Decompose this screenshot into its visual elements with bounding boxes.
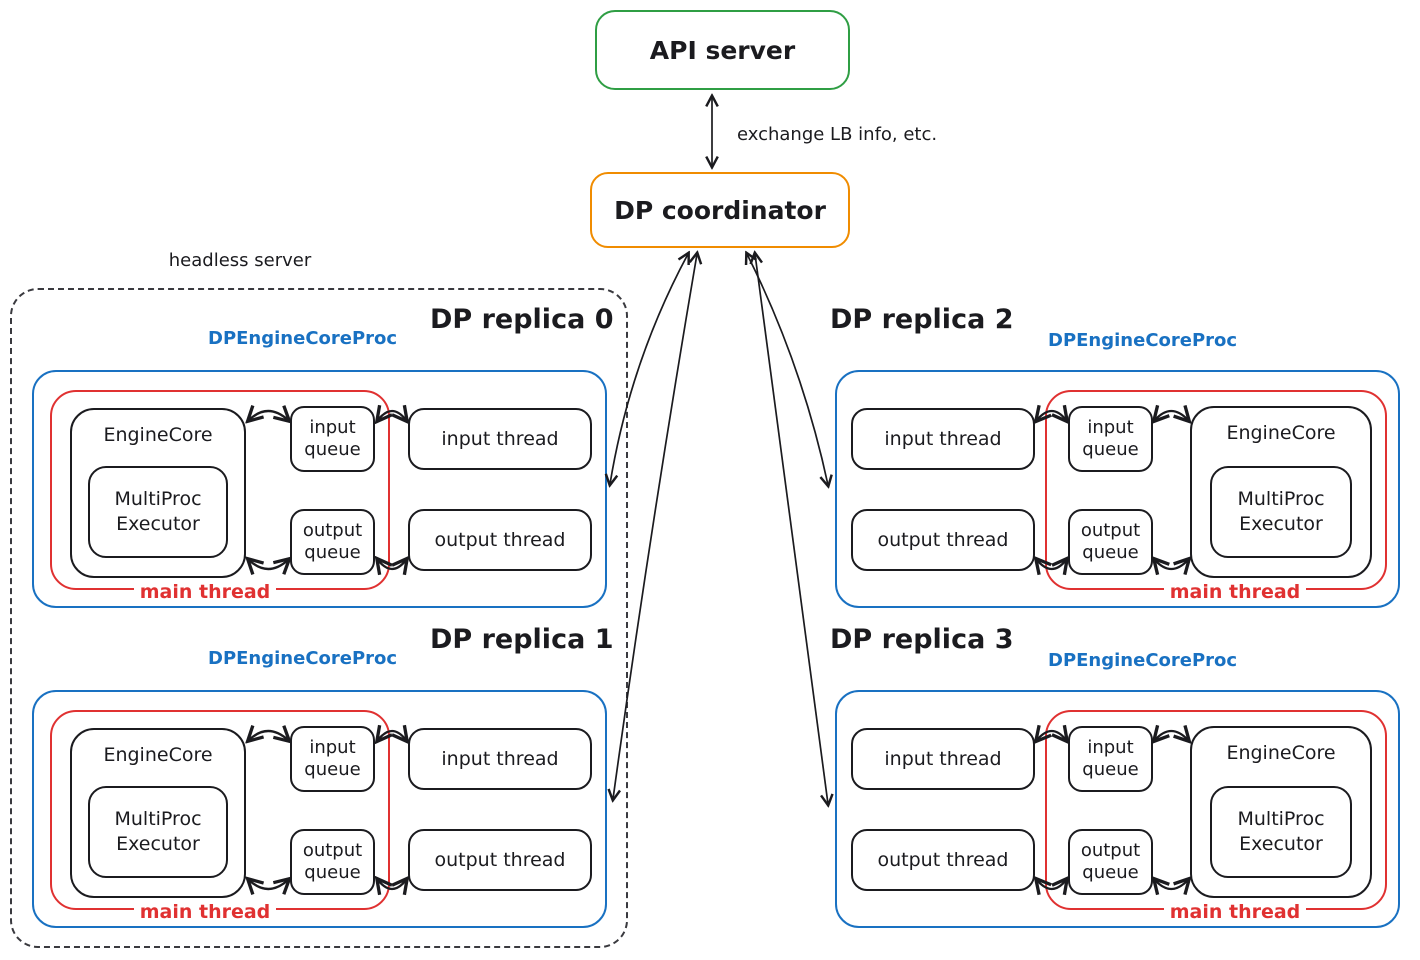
input-thread-label: input thread <box>441 748 559 770</box>
input-queue-box: input queue <box>290 406 375 472</box>
multiproc-executor-label: MultiProc Executor <box>114 488 202 535</box>
input-queue-box: input queue <box>1068 726 1153 792</box>
output-queue-box: output queue <box>290 509 375 575</box>
output-queue-box: output queue <box>1068 509 1153 575</box>
multiproc-executor-label: MultiProc Executor <box>114 808 202 855</box>
input-thread-box: input thread <box>851 408 1035 470</box>
engine-core-label: EngineCore <box>1226 742 1336 764</box>
dp-replica-0: DP replica 0 DPEngineCoreProc EngineCore… <box>0 300 1420 620</box>
api-server-box: API server <box>595 10 850 90</box>
output-queue-label: output queue <box>1080 519 1141 564</box>
output-queue-label: output queue <box>1080 839 1141 884</box>
replica-title: DP replica 1 <box>430 624 614 655</box>
replica-title: DP replica 2 <box>830 304 1014 335</box>
dp-replica-3: DP replica 3 DPEngineCoreProc EngineCore… <box>0 620 1420 940</box>
input-queue-label: input queue <box>1082 736 1139 781</box>
multiproc-executor-label: MultiProc Executor <box>1237 808 1325 855</box>
output-thread-box: output thread <box>408 829 592 891</box>
output-queue-box: output queue <box>290 829 375 895</box>
multiproc-executor-box: MultiProc Executor <box>88 786 228 878</box>
engine-core-label: EngineCore <box>1226 422 1336 444</box>
output-thread-box: output thread <box>408 509 592 571</box>
input-thread-box: input thread <box>408 408 592 470</box>
dpenginecoreproc-label: DPEngineCoreProc <box>1048 330 1238 351</box>
input-queue-label: input queue <box>1082 416 1139 461</box>
input-queue-box: input queue <box>1068 406 1153 472</box>
api-server-label: API server <box>649 35 796 65</box>
input-thread-box: input thread <box>851 728 1035 790</box>
output-thread-box: output thread <box>851 829 1035 891</box>
input-thread-label: input thread <box>884 748 1002 770</box>
output-queue-label: output queue <box>302 839 363 884</box>
dpenginecoreproc-label: DPEngineCoreProc <box>208 328 398 349</box>
output-thread-label: output thread <box>434 849 566 871</box>
multiproc-executor-box: MultiProc Executor <box>1210 786 1352 878</box>
exchange-lb-info-label: exchange LB info, etc. <box>737 124 938 145</box>
dp-coordinator-box: DP coordinator <box>590 172 850 248</box>
multiproc-executor-label: MultiProc Executor <box>1237 488 1325 535</box>
dp-replica-1: DP replica 1 DPEngineCoreProc EngineCore… <box>0 620 1420 940</box>
main-thread-label: main thread <box>120 581 290 603</box>
input-queue-box: input queue <box>290 726 375 792</box>
dpenginecoreproc-label: DPEngineCoreProc <box>1048 650 1238 671</box>
input-queue-label: input queue <box>304 736 361 781</box>
output-thread-box: output thread <box>851 509 1035 571</box>
output-thread-label: output thread <box>877 529 1009 551</box>
main-thread-label: main thread <box>1150 581 1320 603</box>
engine-core-label: EngineCore <box>103 744 213 766</box>
input-thread-label: input thread <box>884 428 1002 450</box>
engine-core-label: EngineCore <box>103 424 213 446</box>
dp-replica-2: DP replica 2 DPEngineCoreProc EngineCore… <box>0 300 1420 620</box>
output-queue-label: output queue <box>302 519 363 564</box>
multiproc-executor-box: MultiProc Executor <box>88 466 228 558</box>
replica-title: DP replica 0 <box>430 304 614 335</box>
output-thread-label: output thread <box>434 529 566 551</box>
input-thread-box: input thread <box>408 728 592 790</box>
input-queue-label: input queue <box>304 416 361 461</box>
main-thread-label: main thread <box>120 901 290 923</box>
dpenginecoreproc-label: DPEngineCoreProc <box>208 648 398 669</box>
dp-coordinator-label: DP coordinator <box>614 195 826 225</box>
replica-title: DP replica 3 <box>830 624 1014 655</box>
input-thread-label: input thread <box>441 428 559 450</box>
headless-server-label: headless server <box>168 250 312 271</box>
output-thread-label: output thread <box>877 849 1009 871</box>
multiproc-executor-box: MultiProc Executor <box>1210 466 1352 558</box>
output-queue-box: output queue <box>1068 829 1153 895</box>
main-thread-label: main thread <box>1150 901 1320 923</box>
